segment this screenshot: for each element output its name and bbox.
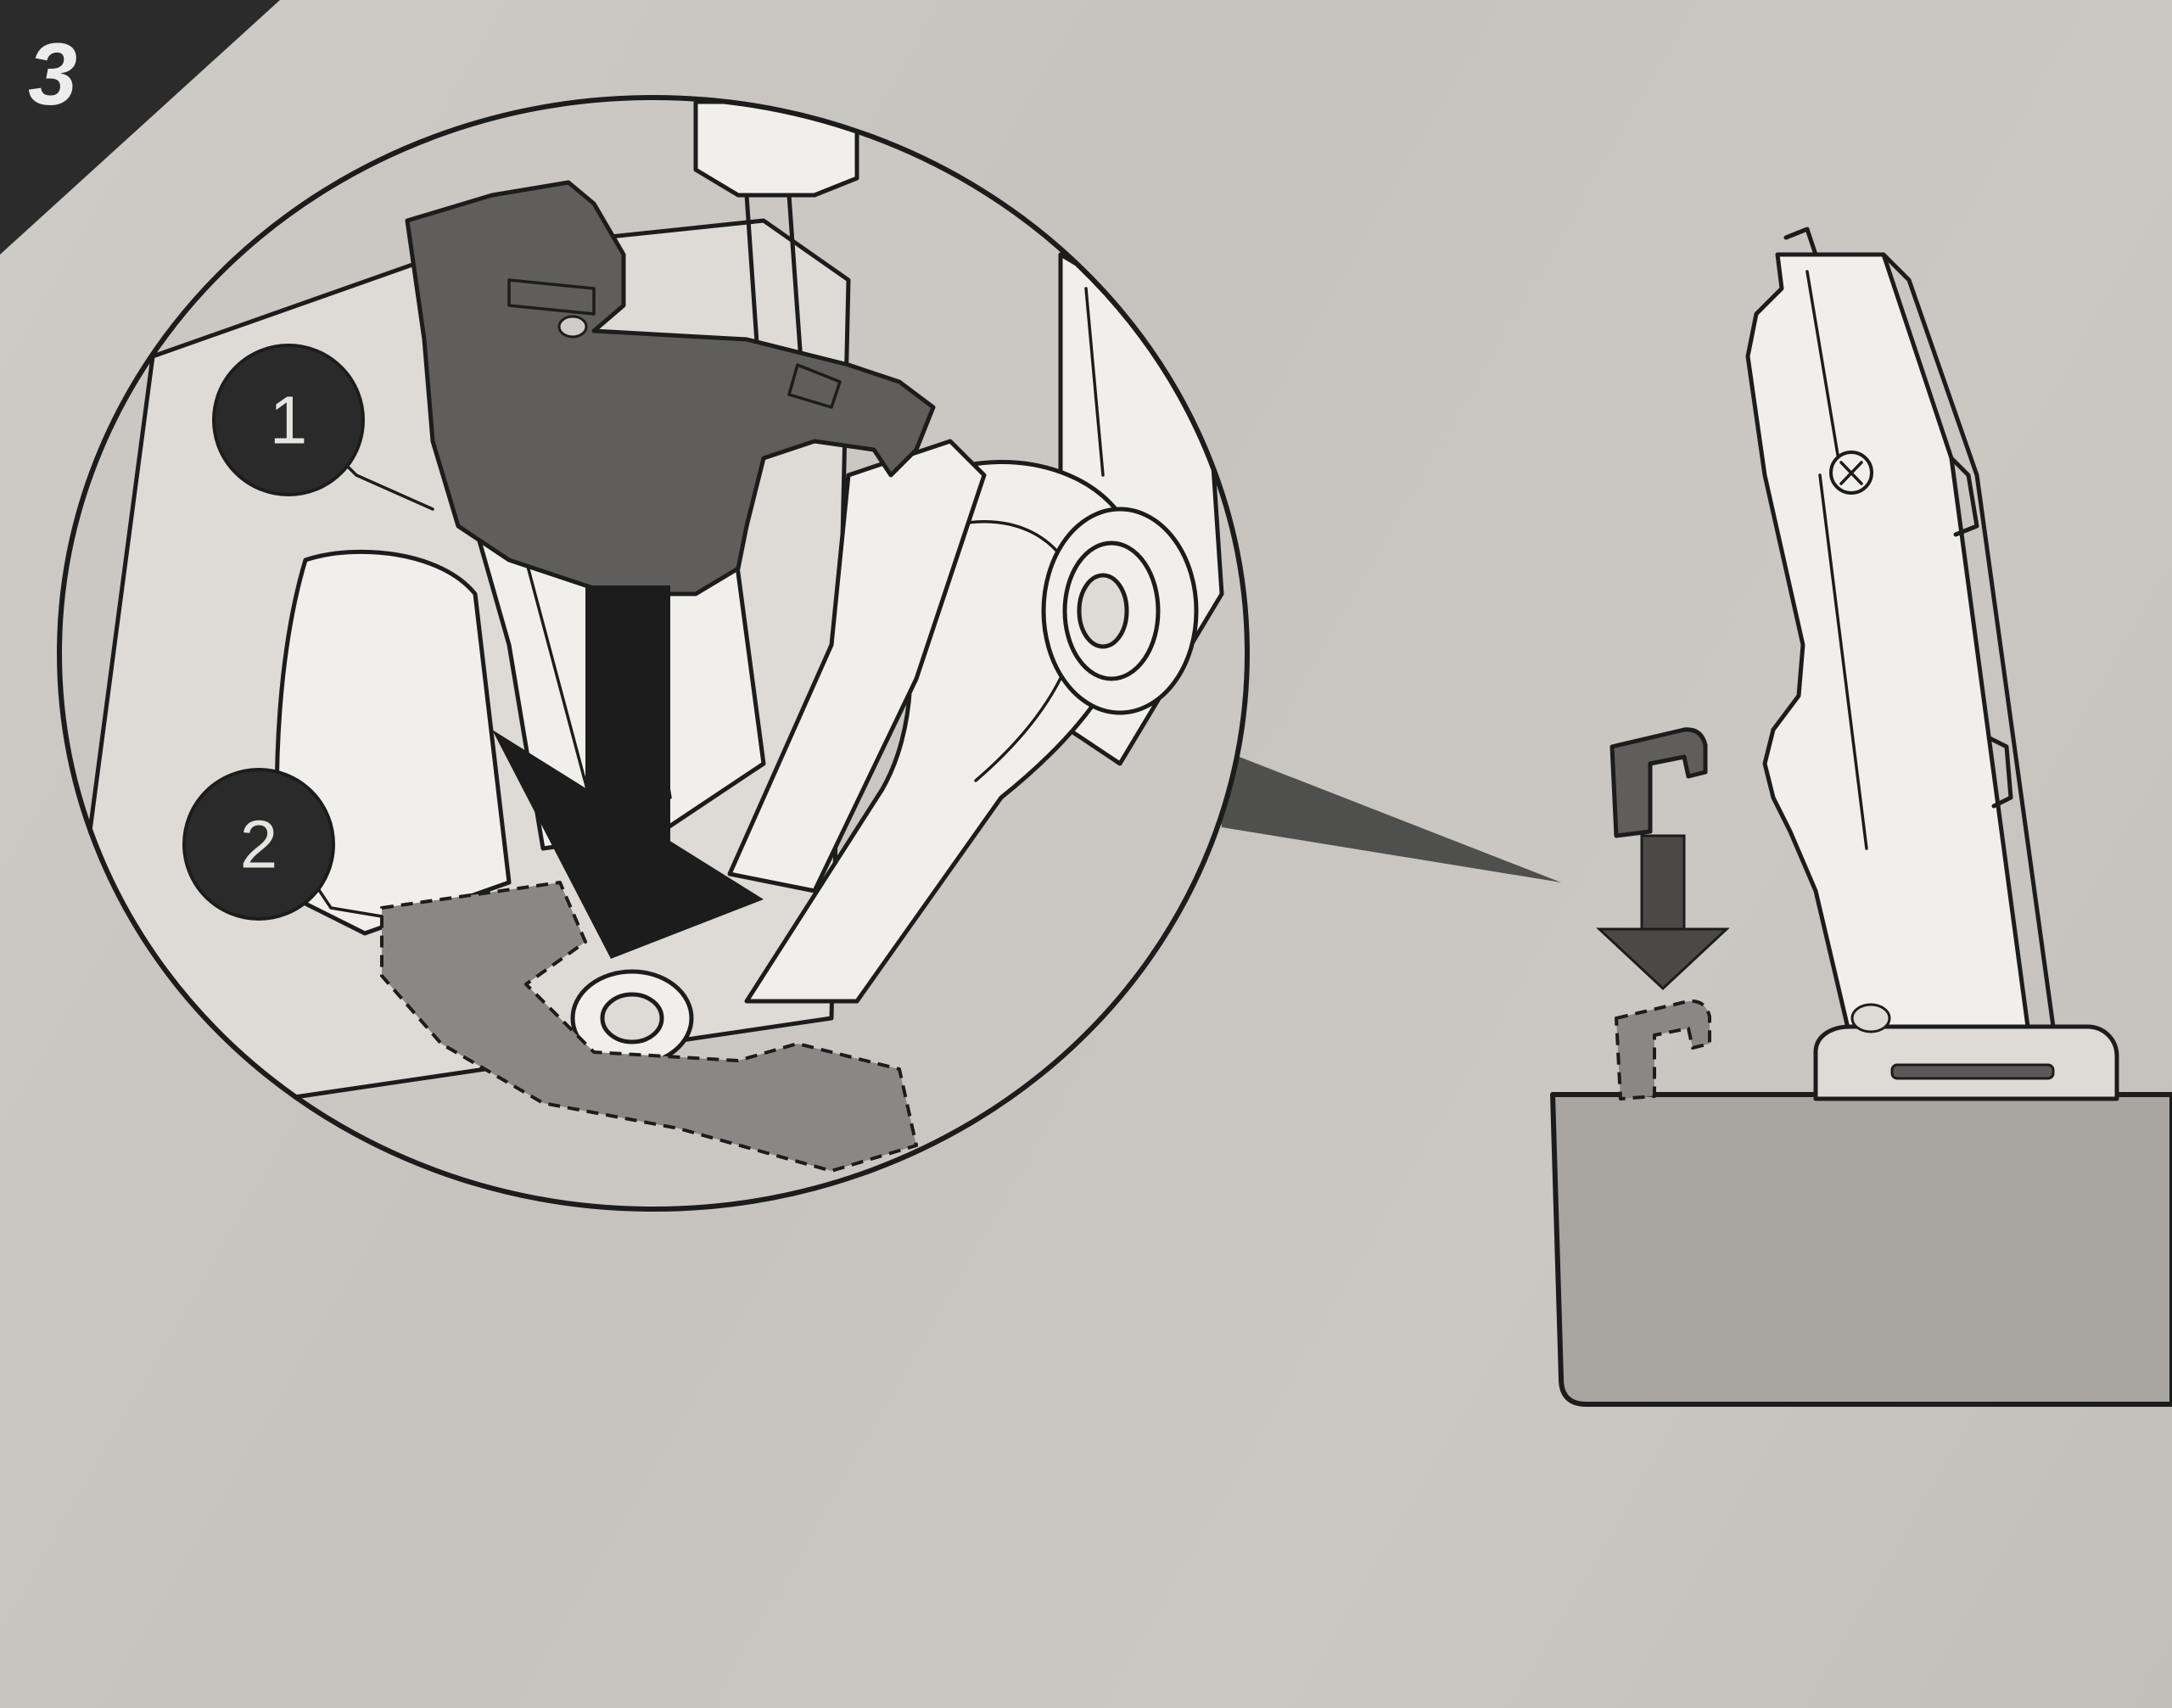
marker-2: 2 bbox=[182, 768, 335, 921]
marker-2-leader bbox=[312, 881, 383, 918]
down-arrow-icon bbox=[492, 585, 764, 959]
small-clip-top bbox=[1609, 727, 1708, 838]
magnifier-pointer bbox=[1213, 747, 1561, 882]
step-badge: 3 bbox=[0, 0, 280, 255]
zoom-detail bbox=[57, 95, 1250, 1212]
step-number: 3 bbox=[28, 25, 77, 124]
clip-part bbox=[405, 180, 936, 596]
marker-2-label: 2 bbox=[240, 807, 278, 882]
marker-1: 1 bbox=[212, 344, 365, 496]
small-down-arrow-icon bbox=[1596, 834, 1730, 991]
marker-1-label: 1 bbox=[270, 383, 308, 458]
clip-target-outline bbox=[380, 881, 918, 1173]
hinge-arm bbox=[1745, 227, 2119, 1101]
cabinet-door bbox=[1550, 1092, 2172, 1407]
small-clip-bottom bbox=[1615, 999, 1711, 1100]
